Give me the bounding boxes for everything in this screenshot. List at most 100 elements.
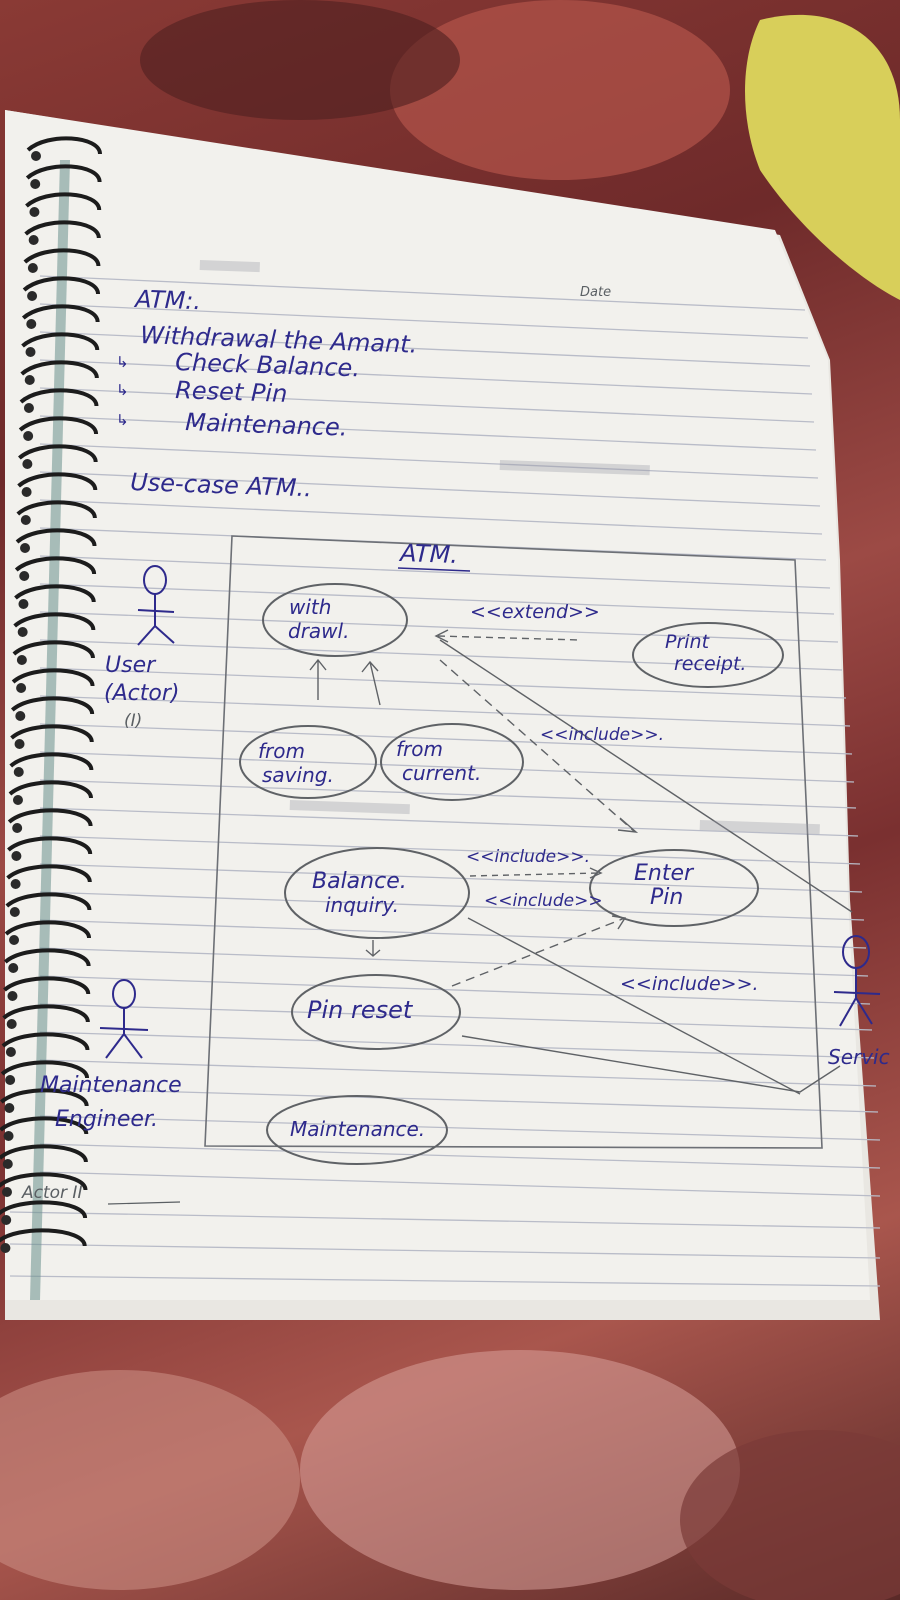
usecase-pinreset-ellipse <box>291 974 461 1050</box>
binding-hole <box>19 571 30 581</box>
actor-engineer-figure <box>99 979 149 1059</box>
binding-hole <box>5 1075 16 1085</box>
spiral-coil <box>3 948 91 967</box>
binding-hole <box>24 375 35 385</box>
include-pinreset-enterpin <box>451 917 626 987</box>
handwritten-notes: Date ATM:. Withdrawal the Amant. ↳ Check… <box>116 285 611 502</box>
usecase-balance-ellipse <box>284 847 470 939</box>
spiral-coil <box>10 724 94 743</box>
binding-hole <box>27 263 38 273</box>
binding-hole <box>7 991 18 1001</box>
binding-hole <box>14 739 25 749</box>
spiral-coil <box>18 416 99 435</box>
spiral-coil <box>17 472 98 491</box>
binding-hole <box>13 767 24 777</box>
spiral-coil <box>10 696 95 715</box>
spiral-coil <box>12 640 95 659</box>
date-label: Date <box>580 285 611 300</box>
spiral-coil <box>21 304 100 323</box>
usecase-enterpin-label-2: Pin <box>650 885 683 910</box>
spiral-coil <box>3 976 91 995</box>
binding-hole <box>12 795 23 805</box>
bullet-1: Check Balance. <box>175 348 361 382</box>
binding-hole <box>9 935 20 945</box>
usecase-balance-label-1: Balance. <box>312 869 407 894</box>
spiral-coil <box>0 1088 89 1107</box>
binding-hole <box>18 599 29 609</box>
spiral-coil <box>25 192 102 211</box>
ruled-lines <box>9 275 881 1287</box>
binding-hole <box>2 1159 13 1169</box>
binding-hole <box>25 347 36 357</box>
binding-hole <box>15 711 26 721</box>
spiral-coil <box>9 752 94 771</box>
spiral-coil <box>0 1172 88 1191</box>
binding-hole <box>16 683 27 693</box>
usecase-current-ellipse <box>380 723 524 801</box>
bullet-mark-3: ↳ <box>116 411 129 429</box>
spiral-coil <box>1 1032 90 1051</box>
spiral-coil <box>6 864 92 883</box>
spiral-coil <box>11 668 95 687</box>
binding-hole <box>23 403 34 413</box>
include-label-3: <<include>> <box>484 891 603 911</box>
usecase-balance-label-2: inquiry. <box>325 893 399 917</box>
include-label-4: <<include>>. <box>620 973 759 995</box>
bleed-through <box>199 260 820 835</box>
actor-engineer-line1: Maintenance <box>40 1073 182 1098</box>
system-boundary <box>204 535 823 1149</box>
assoc-balance-server <box>467 917 801 1095</box>
binding-hole <box>16 655 27 665</box>
spiral-coil <box>2 1004 90 1023</box>
spiral-coil <box>7 808 93 827</box>
bullet-mark-1: ↳ <box>116 353 129 371</box>
spiral-coil <box>24 220 101 239</box>
actor-user-name: User <box>105 653 157 678</box>
relationship-labels: <<extend>> <<include>>. <<include>>. <<i… <box>466 601 759 995</box>
binding-hole <box>5 1047 16 1057</box>
assoc-pinreset-server <box>461 1035 841 1093</box>
binding-hole <box>4 1103 15 1113</box>
spiral-coil <box>22 276 101 295</box>
binding-hole <box>20 543 31 553</box>
binding-hole <box>12 823 23 833</box>
spiral-coil <box>14 584 96 603</box>
usecase-saving-label-2: saving. <box>262 763 334 787</box>
binding-hole <box>27 291 38 301</box>
usecase-maintenance-ellipse <box>266 1095 448 1165</box>
binding-hole <box>23 431 34 441</box>
usecase-labels: with drawl. Print receipt. from saving. … <box>258 595 746 1141</box>
spiral-binding <box>0 136 102 1300</box>
usecase-maintenance-label: Maintenance. <box>290 1117 425 1141</box>
binding-hole <box>1 1215 12 1225</box>
spiral-coil <box>0 1144 88 1163</box>
include-label-1: <<include>>. <box>540 725 664 745</box>
binding-hole <box>6 1019 17 1029</box>
generalization-current <box>361 660 381 706</box>
spiral-coil <box>16 500 97 519</box>
binding-hole <box>21 487 32 497</box>
actor-server-label: Servic <box>828 1045 890 1069</box>
system-title: ATM. <box>398 539 459 569</box>
actor-engineer-note: Actor II <box>21 1183 82 1203</box>
binding-hole <box>28 235 39 245</box>
spiral-coil <box>15 528 97 547</box>
spiral-coil <box>0 1228 87 1247</box>
binding-hole <box>29 207 40 217</box>
binding-hole <box>10 879 21 889</box>
usecase-withdrawal-label-1: with <box>289 595 331 619</box>
spiral-coil <box>14 556 97 575</box>
relationship-lines <box>309 629 853 1095</box>
spiral-coil <box>0 1200 88 1219</box>
binding-hole <box>30 179 41 189</box>
usecase-heading: Use-case ATM.. <box>130 468 312 502</box>
spiral-coil <box>0 1060 90 1079</box>
spiral-coil <box>5 892 92 911</box>
extend-label: <<extend>> <box>470 601 600 623</box>
usecase-withdrawal-label-2: drawl. <box>288 619 349 643</box>
spiral-coil <box>23 248 101 267</box>
binding-hole <box>22 459 33 469</box>
bullet-2: Reset Pin <box>175 376 288 408</box>
usecase-print-label-1: Print <box>665 631 711 653</box>
